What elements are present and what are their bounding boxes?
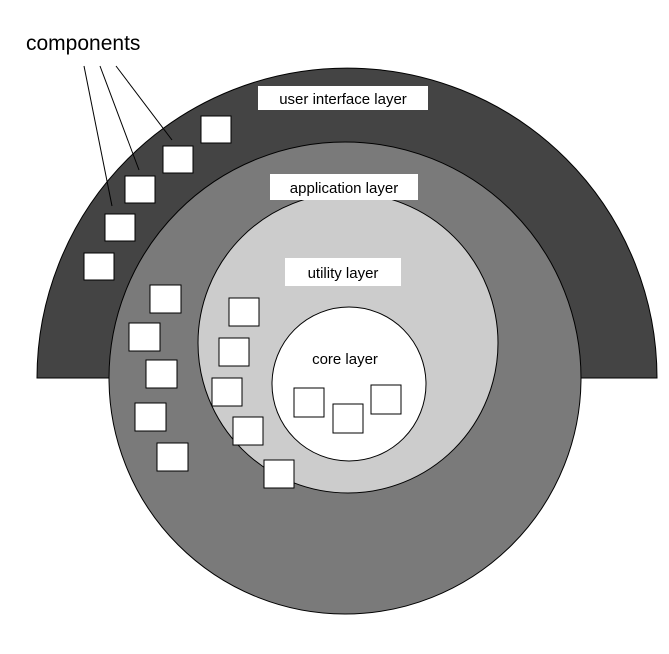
core-layer-label: core layer xyxy=(312,351,378,368)
component-box xyxy=(156,442,189,472)
component-box xyxy=(145,359,178,389)
component-box xyxy=(162,145,194,174)
components-callout-lines xyxy=(83,65,173,207)
utility-layer-label: utility layer xyxy=(308,265,379,282)
component-box xyxy=(83,252,115,281)
component-box xyxy=(228,297,260,327)
component-box xyxy=(124,175,156,204)
component-box xyxy=(128,322,161,352)
component-box xyxy=(293,387,325,418)
application-layer-label: application layer xyxy=(290,180,398,197)
component-box xyxy=(211,377,243,407)
component-box xyxy=(370,384,402,415)
utility-label-box xyxy=(285,258,401,286)
callout-line xyxy=(115,65,173,141)
component-box xyxy=(200,115,232,144)
component-box xyxy=(104,213,136,242)
core-components xyxy=(293,384,402,434)
application-components xyxy=(128,284,189,472)
user-interface-layer-label: user interface layer xyxy=(279,91,407,108)
utility-components xyxy=(211,297,295,489)
component-box xyxy=(149,284,182,314)
user-interface-components xyxy=(83,115,232,281)
application-label-box xyxy=(270,174,418,200)
component-box xyxy=(218,337,250,367)
component-box xyxy=(134,402,167,432)
callout-line xyxy=(83,65,113,207)
components-label: components xyxy=(26,32,140,55)
component-box xyxy=(232,416,264,446)
component-box xyxy=(263,459,295,489)
core-layer-region xyxy=(271,306,427,462)
callout-line xyxy=(99,65,140,171)
user-interface-label-box xyxy=(258,86,428,110)
component-box xyxy=(332,403,364,434)
